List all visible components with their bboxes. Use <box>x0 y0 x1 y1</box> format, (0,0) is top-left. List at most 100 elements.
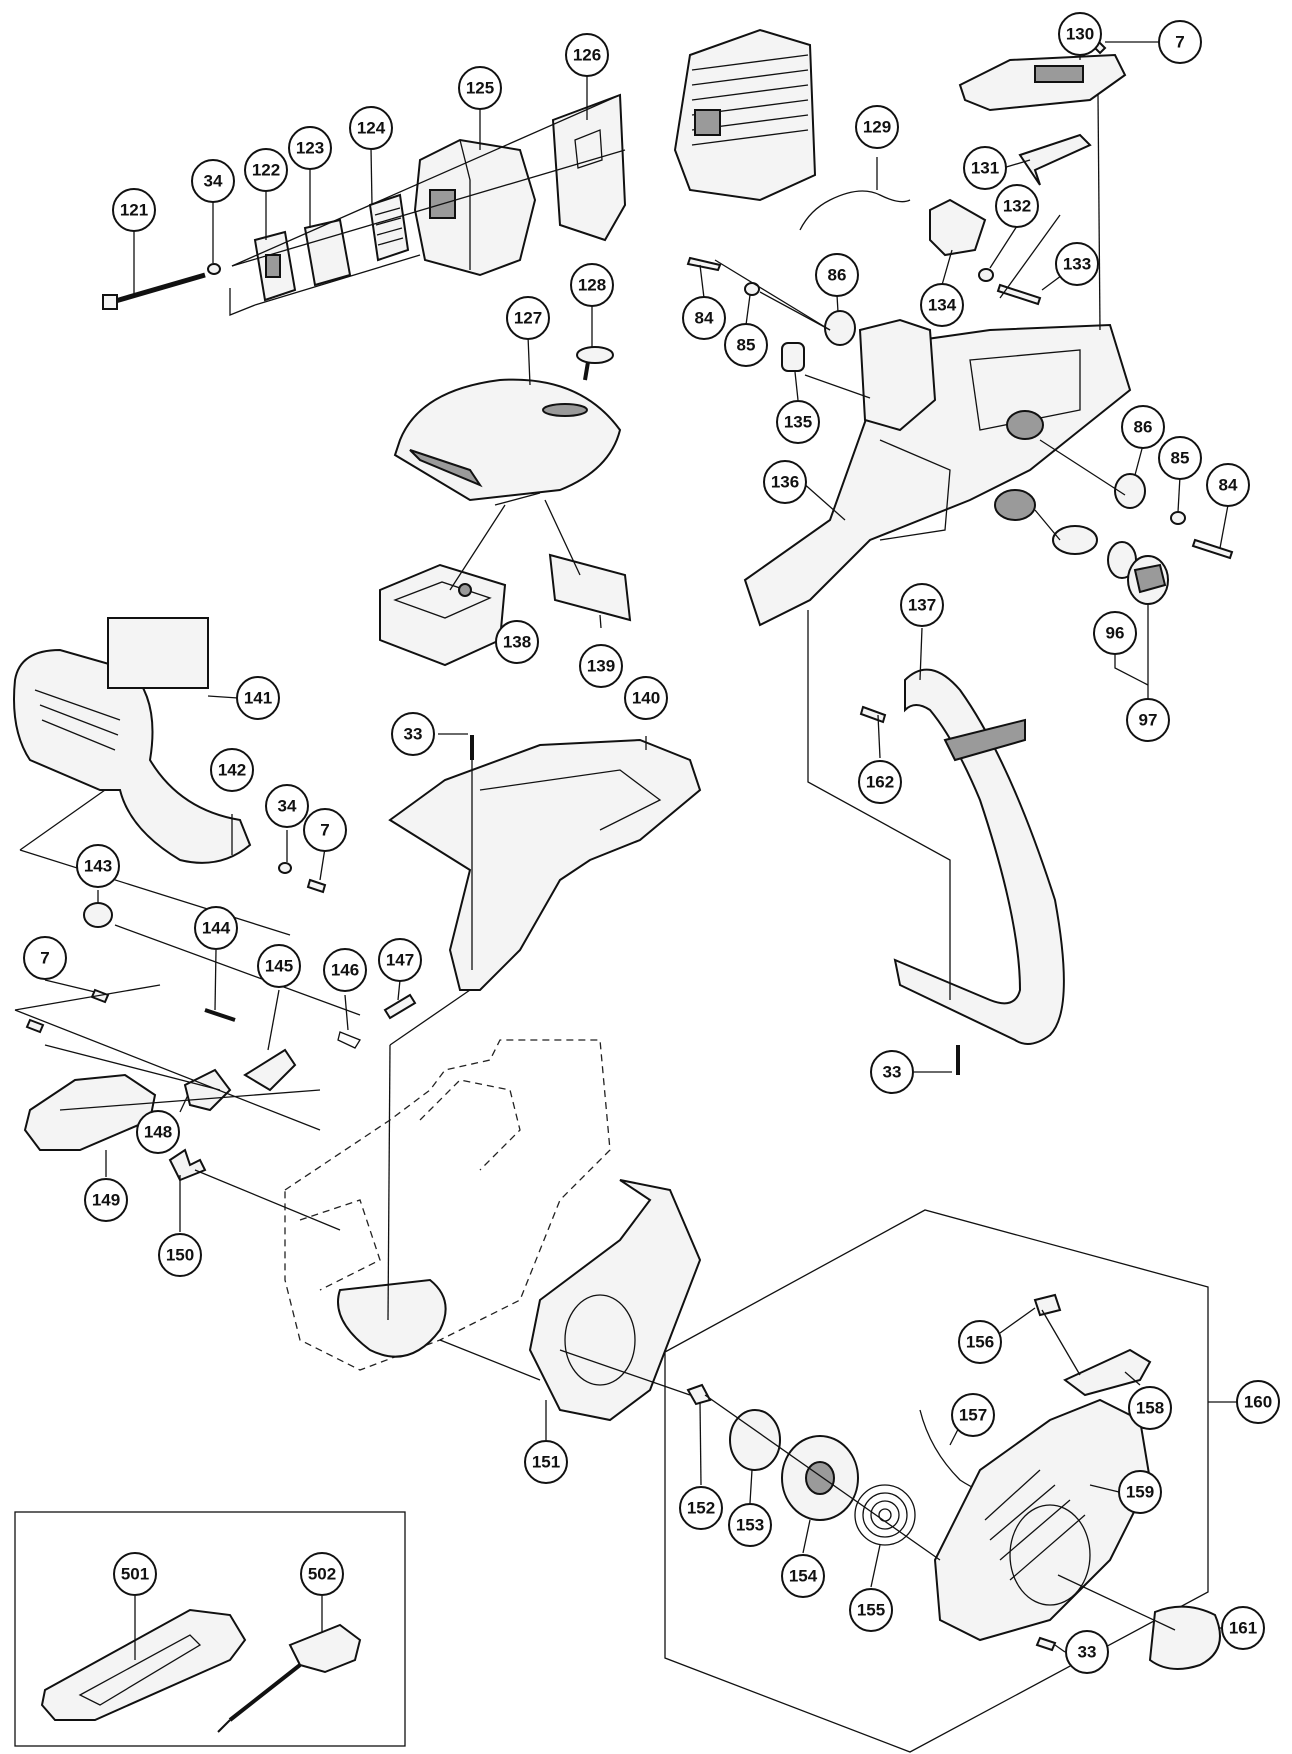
callout-125: 125 <box>458 66 502 110</box>
callout-bubble <box>763 460 807 504</box>
callout-139: 139 <box>579 644 623 688</box>
callout-number: 151 <box>532 1453 560 1472</box>
callout-number: 142 <box>218 761 246 780</box>
callout-bubble <box>781 1554 825 1598</box>
callout-146: 146 <box>323 948 367 992</box>
washer-132 <box>978 268 994 282</box>
callout-number: 121 <box>120 201 148 220</box>
callout-bubble <box>1221 1606 1265 1650</box>
callout-149: 149 <box>84 1178 128 1222</box>
callout-bubble <box>724 323 768 367</box>
callout-150: 150 <box>158 1233 202 1277</box>
callout-number: 153 <box>736 1516 764 1535</box>
front-handle <box>893 668 1065 1045</box>
callout-number: 150 <box>166 1246 194 1265</box>
callout-number: 135 <box>784 413 812 432</box>
callout-bubble <box>210 748 254 792</box>
callout-bubble <box>1055 242 1099 286</box>
callout-bubble <box>1236 1380 1280 1424</box>
pin-144 <box>204 1008 236 1022</box>
callout-7b: 7 <box>303 808 347 852</box>
callout-124: 124 <box>349 106 393 150</box>
callout-bubble <box>158 1233 202 1277</box>
callout-155: 155 <box>849 1588 893 1632</box>
nut-85-lower <box>1170 511 1186 525</box>
callout-33c: 33 <box>1065 1630 1109 1674</box>
muffler-screen-124 <box>368 193 410 262</box>
filter-plate <box>548 553 632 622</box>
callout-138: 138 <box>495 620 539 664</box>
callout-7c: 7 <box>23 936 67 980</box>
callout-bubble <box>1158 20 1202 64</box>
crankcase-housing <box>284 1039 611 1371</box>
muffler-plate-123 <box>303 218 352 287</box>
callout-bubble <box>870 1050 914 1094</box>
throttle-lever <box>1018 133 1092 186</box>
top-cover <box>393 378 622 502</box>
callout-number: 33 <box>883 1063 902 1082</box>
callout-number: 149 <box>92 1191 120 1210</box>
callout-bubble <box>1118 1470 1162 1514</box>
screw-84-lower <box>1191 538 1234 560</box>
callout-bubble <box>391 712 435 756</box>
callout-bubble <box>323 948 367 992</box>
callout-bubble <box>506 296 550 340</box>
callout-bubble <box>524 1440 568 1484</box>
callout-153: 153 <box>728 1503 772 1547</box>
callout-7a: 7 <box>1158 20 1202 64</box>
callout-bubble <box>349 106 393 150</box>
callout-bubble <box>951 1393 995 1437</box>
leader-lines <box>14 94 1176 1631</box>
pulley-153 <box>729 1409 781 1471</box>
starter-screw-33 <box>1035 1636 1057 1652</box>
fan-cover <box>528 1179 702 1422</box>
callout-number: 148 <box>144 1123 172 1142</box>
callout-bubble <box>624 676 668 720</box>
callout-number: 130 <box>1066 25 1094 44</box>
callout-number: 34 <box>278 797 297 816</box>
starter-grip <box>1063 1348 1152 1397</box>
callout-bubble <box>963 146 1007 190</box>
callout-bubble <box>920 283 964 327</box>
callout-number: 136 <box>771 473 799 492</box>
callout-bubble <box>579 644 623 688</box>
callout-number: 159 <box>1126 1483 1154 1502</box>
callout-number: 133 <box>1063 255 1091 274</box>
callout-141: 141 <box>236 676 280 720</box>
callout-bubble <box>300 1552 344 1596</box>
wrench-502 <box>217 1623 362 1733</box>
callout-number: 85 <box>737 336 756 355</box>
callout-number: 122 <box>252 161 280 180</box>
washer-34 <box>207 263 221 275</box>
pin-147 <box>383 993 417 1020</box>
callout-84b: 84 <box>1206 463 1250 507</box>
bar-cover-501 <box>40 1608 247 1721</box>
callout-labels: 7121341221231241251261301291311321331348… <box>23 12 1280 1674</box>
callout-126: 126 <box>565 33 609 77</box>
callout-bubble <box>1158 436 1202 480</box>
callout-129: 129 <box>855 105 899 149</box>
fuel-cap <box>1052 525 1169 605</box>
callout-number: 160 <box>1244 1393 1272 1412</box>
callout-136: 136 <box>763 460 807 504</box>
starter-label-161 <box>1148 1605 1221 1670</box>
callout-bubble <box>682 296 726 340</box>
callout-bubble <box>257 944 301 988</box>
starter-group-outline <box>664 1209 1209 1753</box>
callout-145: 145 <box>257 944 301 988</box>
cylinder-part <box>673 28 817 202</box>
brake-label <box>107 617 209 689</box>
callout-133: 133 <box>1055 242 1099 286</box>
air-filter <box>379 563 507 667</box>
callout-bubble <box>495 620 539 664</box>
callout-34b: 34 <box>265 784 309 828</box>
callout-147: 147 <box>378 938 422 982</box>
callout-number: 140 <box>632 689 660 708</box>
callout-number: 157 <box>959 1406 987 1425</box>
callout-85a: 85 <box>724 323 768 367</box>
brake-spring-143 <box>83 902 113 928</box>
callout-number: 33 <box>404 725 423 744</box>
callout-121: 121 <box>112 188 156 232</box>
callout-156: 156 <box>958 1320 1002 1364</box>
